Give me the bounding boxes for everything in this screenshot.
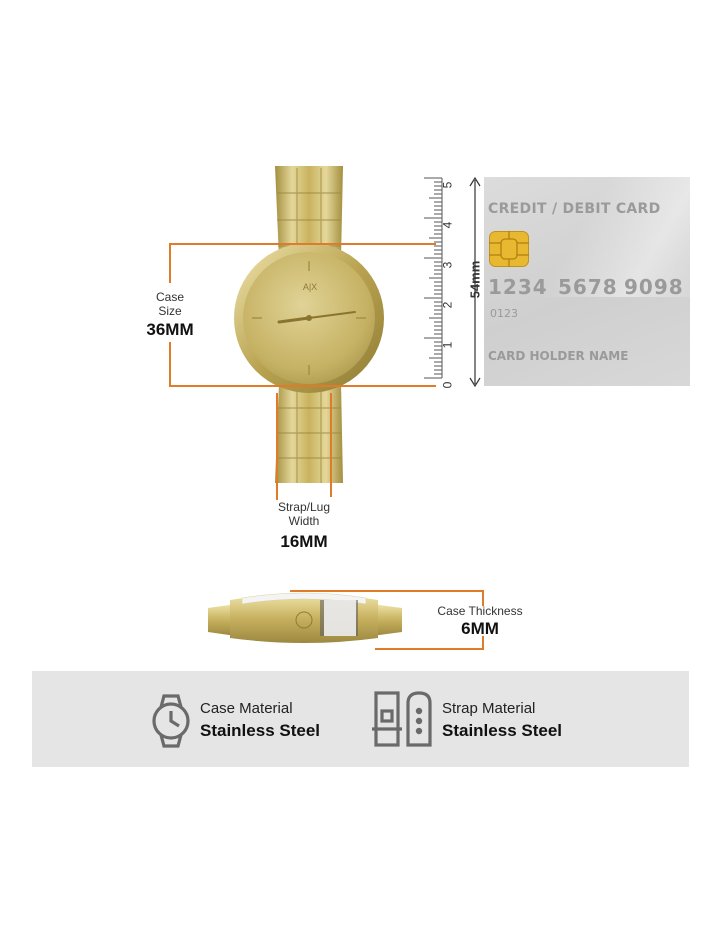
strap-label-line2: Width: [288, 514, 320, 528]
card-small-number: 0123: [490, 307, 518, 320]
strap-bottom-line-left: [276, 496, 278, 500]
thickness-right-line-top: [482, 590, 484, 606]
card-height-arrow: [469, 176, 481, 388]
case-size-label-line1: Case: [155, 290, 184, 304]
watch-outline-icon: [152, 694, 190, 748]
case-material-label: Case Material: [200, 700, 293, 717]
card-number-group-3: 9098: [624, 275, 684, 299]
watch-front-image: [234, 166, 384, 483]
card-height-label: 54mm: [467, 260, 483, 299]
card-number-group-2: 5678: [558, 275, 618, 299]
case-size-label: Case Size: [140, 290, 200, 318]
thickness-top-line: [290, 590, 484, 592]
card-title: CREDIT / DEBIT CARD: [488, 201, 661, 217]
ruler: [424, 177, 443, 379]
ruler-label-4: 4: [440, 221, 455, 229]
dial-logo: A|X: [302, 282, 318, 292]
strap-label: Strap/Lug Width: [262, 500, 346, 528]
thickness-right-line-bottom: [482, 636, 484, 650]
strap-outline-icon: [372, 691, 432, 747]
card-shine: [544, 177, 690, 297]
case-size-label-line2: Size: [158, 304, 182, 318]
ruler-label-5: 5: [440, 181, 455, 189]
watch-side-image: [208, 592, 402, 643]
case-size-left-line-bottom: [169, 342, 171, 387]
thickness-bottom-line: [375, 648, 484, 650]
case-size-top-line: [169, 243, 436, 245]
case-material-value: Stainless Steel: [200, 721, 321, 740]
card-number-group-1: 1234: [488, 275, 548, 299]
case-size-left-line-top: [169, 243, 171, 283]
ruler-label-0: 0: [440, 381, 455, 389]
ruler-labels: 5 4 3 2 1 0: [440, 178, 460, 398]
materials-bar: Case Material Stainless Steel Strap Mate…: [32, 671, 689, 767]
case-size-value: 36MM: [146, 320, 194, 339]
ruler-label-2: 2: [440, 301, 455, 309]
credit-card: CREDIT / DEBIT CARD 1234 5678 9098 0123 …: [484, 177, 690, 386]
ruler-label-3: 3: [440, 261, 455, 269]
ruler-label-1: 1: [440, 341, 455, 349]
strap-material-label: Strap Material: [442, 700, 536, 717]
strap-label-line1: Strap/Lug: [277, 500, 331, 514]
strap-left-line: [276, 393, 278, 497]
strap-value: 16MM: [280, 532, 328, 551]
chip-icon: [489, 231, 529, 267]
case-size-bottom-line: [169, 385, 436, 387]
card-holder-name: CARD HOLDER NAME: [488, 349, 629, 363]
strap-right-line: [330, 393, 332, 497]
strap-material-value: Stainless Steel: [442, 721, 563, 740]
thickness-title: Case Thickness: [437, 604, 523, 618]
thickness-value: 6MM: [461, 619, 499, 638]
